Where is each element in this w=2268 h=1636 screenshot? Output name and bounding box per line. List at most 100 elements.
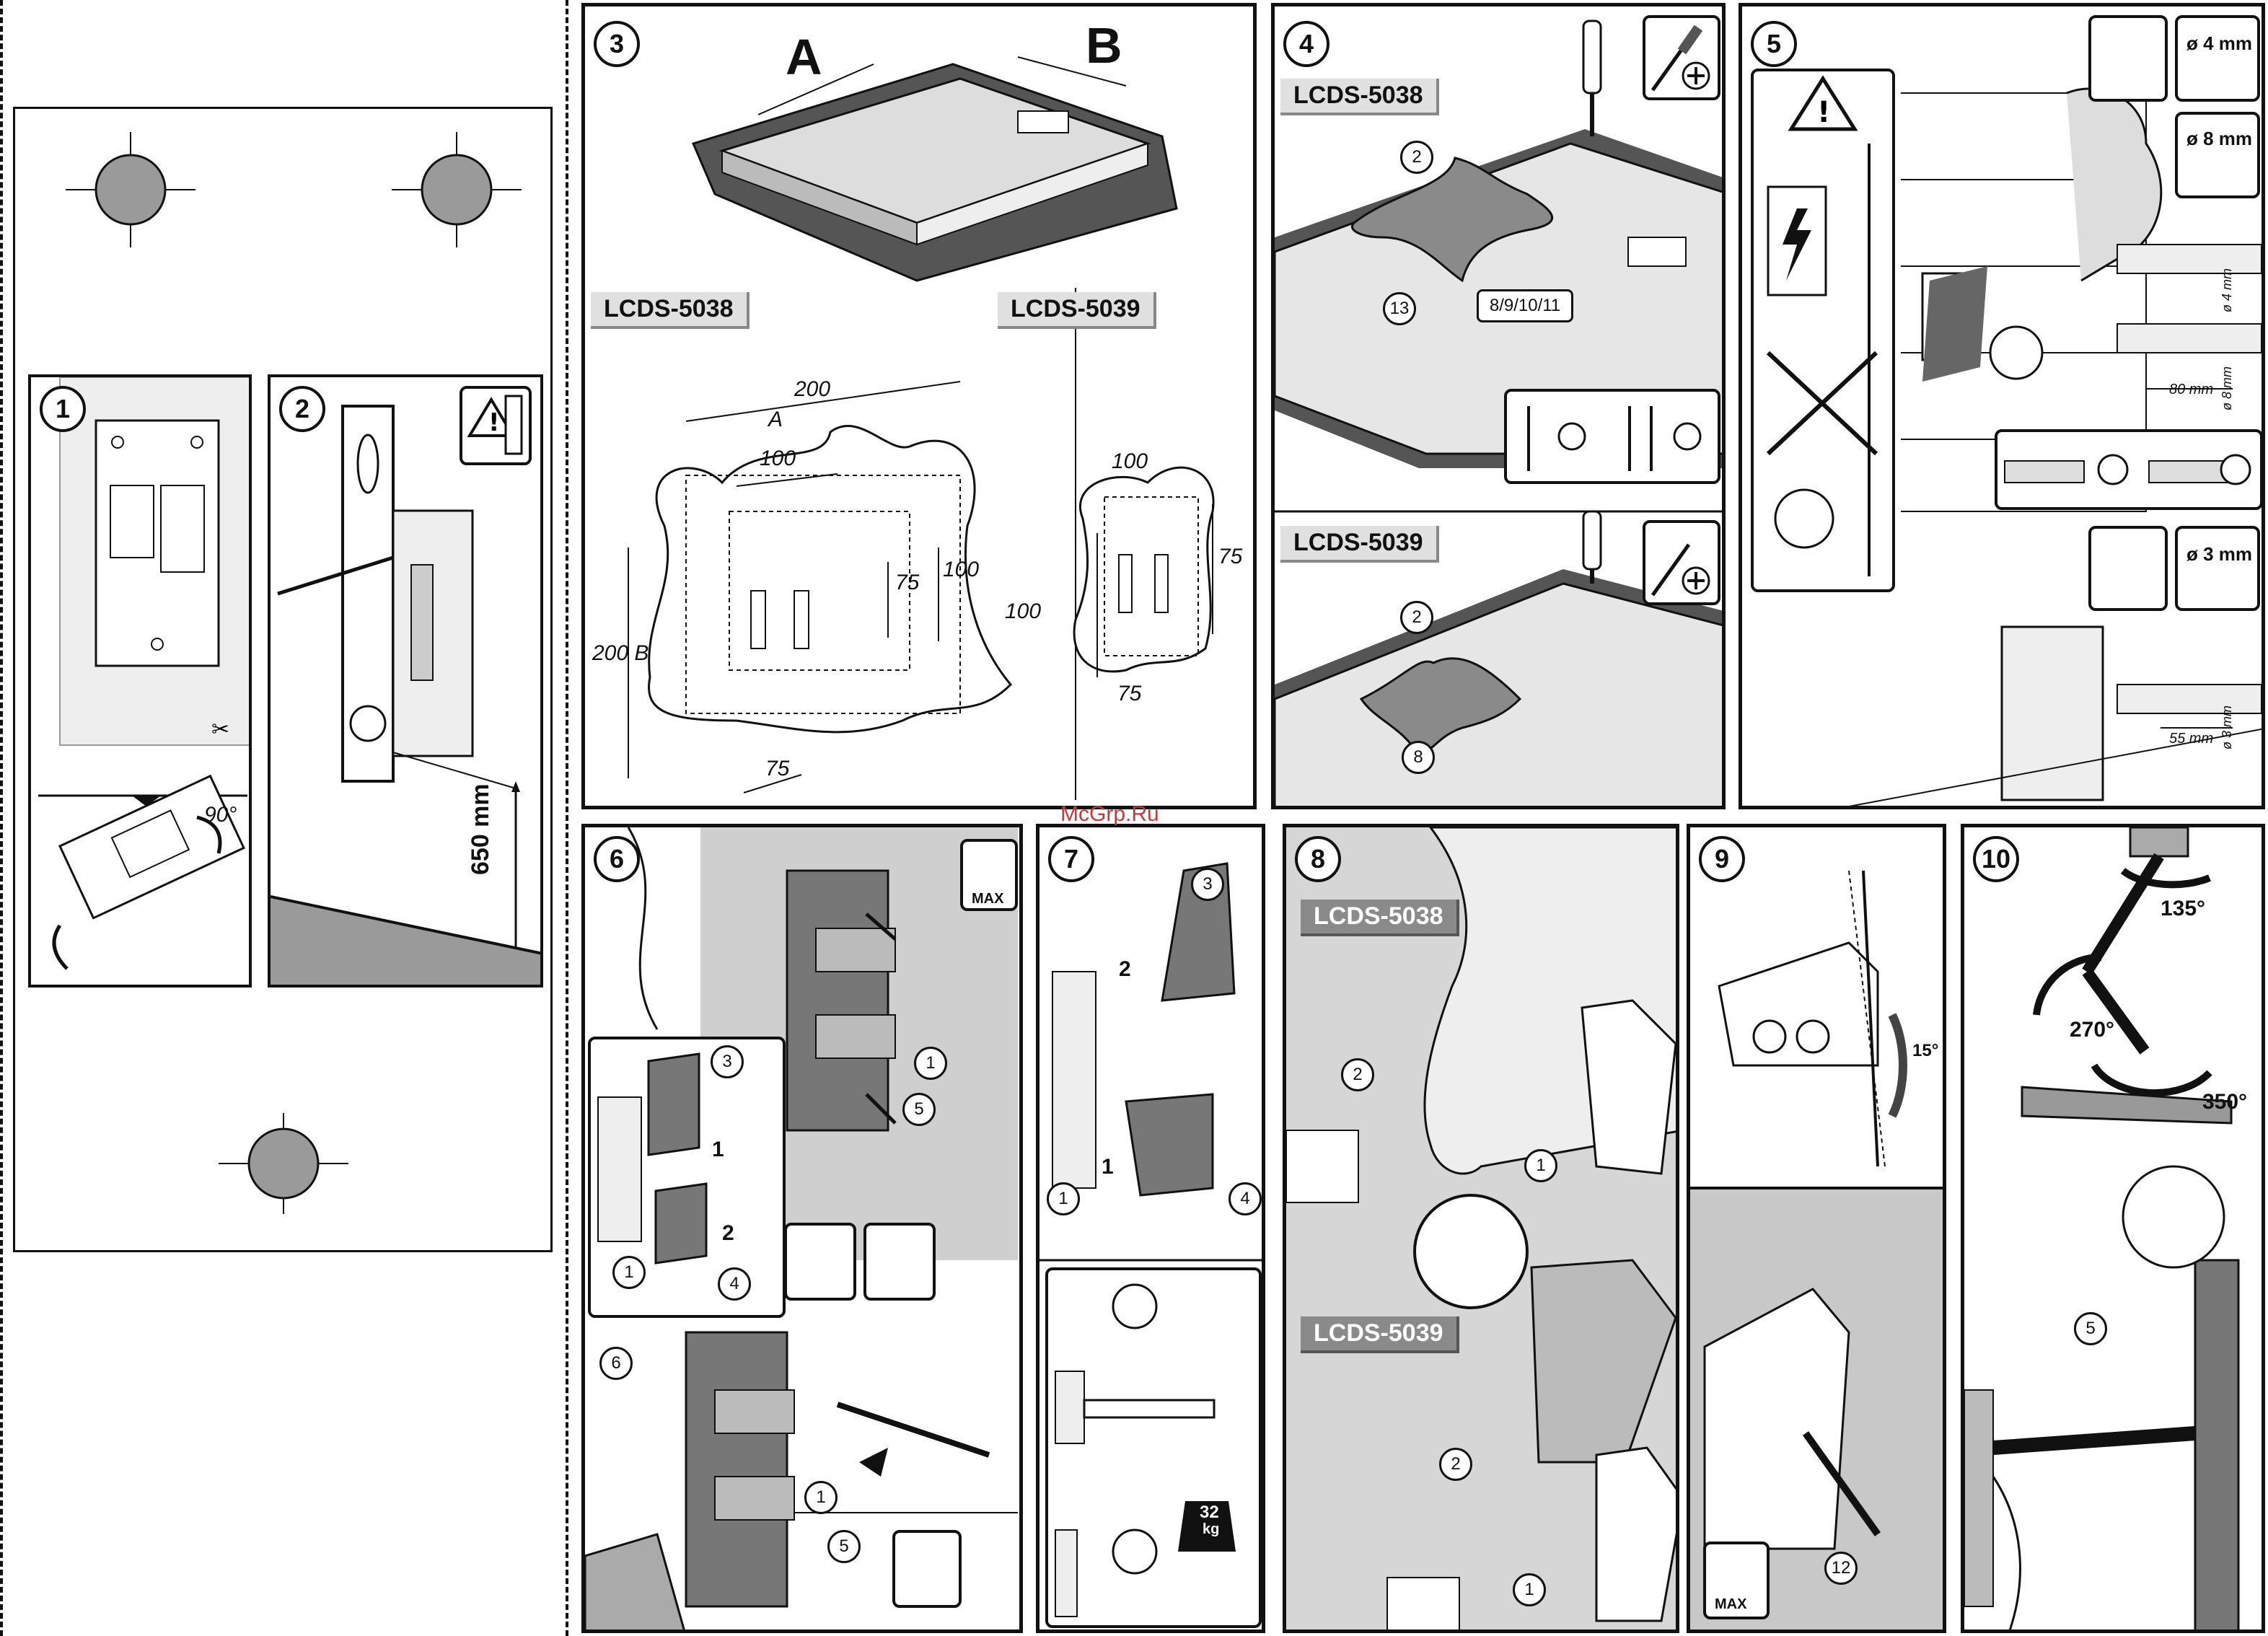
rotation-270-label: 270°	[2070, 1018, 2114, 1042]
max-label: MAX	[1715, 1596, 1746, 1613]
spirit-level-marking-illustration	[271, 377, 543, 988]
anchor-comparison-box	[1995, 429, 2263, 510]
step-number: 6	[594, 836, 640, 882]
model-label-5038: LCDS-5038	[1301, 900, 1459, 936]
part-callout: 2	[1400, 141, 1433, 174]
angle-label: 90°	[204, 803, 237, 827]
step-3-panel: 3 A B LCDS-5038 LCDS-5039 200 A 100 75	[581, 3, 1257, 809]
step-arrow-2: 2	[722, 1221, 734, 1246]
dimension-b-label: B	[1086, 17, 1122, 74]
svg-text:!: !	[488, 408, 500, 437]
phillips-screwdriver-icon-2	[1643, 520, 1720, 605]
step-5-panel: 5 ! ø 4 mm ø 8 mm	[1739, 3, 2265, 809]
drill-icon-2	[2088, 526, 2168, 611]
rotation-and-cable-illustration	[1964, 827, 2265, 1633]
thumbs-up-icon	[1990, 327, 2042, 379]
part-callout: 1	[1047, 1182, 1080, 1215]
dimension-a-label: A	[786, 28, 822, 86]
part-callout: 3	[1191, 868, 1224, 901]
vesa-75-bottom-label-5039: 75	[1117, 682, 1141, 706]
part-callout: 4	[718, 1267, 751, 1301]
cut-line-left	[0, 0, 3, 1636]
wall-safety-warning-box: !	[1751, 69, 1895, 592]
depth-55-label: 55 mm	[2169, 731, 2213, 747]
step-number: 8	[1295, 836, 1341, 882]
rotation-135-label: 135°	[2161, 897, 2205, 921]
drill-hole-top-right	[422, 155, 491, 224]
drill-bit-3mm-icon	[2175, 526, 2260, 611]
vesa-200b-label: 200 B	[592, 641, 649, 666]
vesa-a-label: A	[768, 408, 783, 432]
step-arrow-1: 1	[1102, 1155, 1114, 1179]
step-9-panel: 9 15° 12 MAX	[1687, 824, 1946, 1633]
part-callout: 4	[1228, 1182, 1262, 1215]
part-callout: 8	[1402, 741, 1435, 774]
model-label-5039: LCDS-5039	[1301, 1316, 1459, 1353]
part-callout: 13	[1383, 292, 1416, 325]
part-callout: 5	[827, 1530, 861, 1563]
bit-size-8-vertical: ø 8 mm	[2220, 366, 2235, 410]
vesa-100-label: 100	[760, 447, 796, 471]
warning-level-icon: !	[460, 386, 532, 465]
part-callout: 12	[1824, 1552, 1858, 1585]
step-arrow-1: 1	[712, 1138, 724, 1162]
part-callout: 5	[2074, 1312, 2107, 1345]
screw-length-guide-icon	[1504, 389, 1720, 484]
warning-level-icon	[784, 1223, 856, 1301]
step-number: 7	[1048, 836, 1094, 882]
drill-diameter-4: ø 4 mm	[2186, 32, 2252, 55]
mounting-height-label: 650 mm	[467, 783, 495, 875]
drill-icon	[2088, 15, 2168, 102]
max-label: MAX	[972, 891, 1003, 907]
step-4-panel: 4 LCDS-5038 LCDS-5039 2 13 8/9/10/1	[1271, 3, 1726, 809]
rotation-350-label: 350°	[2202, 1090, 2247, 1114]
step-7-panel: 7 32 kg 3 1 4 1 2	[1036, 824, 1265, 1633]
step-number: 10	[1973, 836, 2019, 882]
drill-diameter-8: ø 8 mm	[2186, 128, 2252, 150]
part-callout: 3	[711, 1045, 744, 1078]
step-2-panel: 2 ! 650 mm	[268, 374, 543, 988]
template-on-wall-illustration: ✂	[31, 377, 252, 988]
weight-unit: kg	[1203, 1521, 1219, 1538]
part-callout: 2	[1439, 1448, 1472, 1481]
step-arrow-2: 2	[1119, 957, 1131, 982]
part-callout: 2	[1341, 1058, 1374, 1091]
model-label-5038: LCDS-5038	[591, 292, 750, 329]
max-torque-icon-2	[892, 1530, 962, 1608]
watermark: McGrp.Ru	[1060, 802, 1159, 827]
drilling-template: 1 ✂ 90° 2 !	[13, 107, 553, 1252]
smile-icon	[1113, 1285, 1156, 1328]
bit-size-4-vertical: ø 4 mm	[2220, 268, 2235, 312]
model-label-5039: LCDS-5039	[1280, 526, 1439, 563]
part-callout: 5	[902, 1093, 936, 1126]
svg-text:!: !	[1817, 96, 1830, 129]
drill-hole-top-left	[96, 155, 165, 224]
bit-size-3-vertical: ø 3 mm	[2220, 705, 2235, 749]
depth-80-label: 80 mm	[2169, 382, 2213, 398]
part-callout: 1	[1513, 1573, 1546, 1606]
vesa-pattern-illustration	[585, 6, 1257, 809]
step-8-panel: 8 LCDS-5038 LCDS-5039 2 1 2 1	[1283, 824, 1679, 1633]
drill-diameter-3: ø 3 mm	[2186, 543, 2252, 566]
tilt-angle-label: 15°	[1912, 1041, 1938, 1061]
step-number: 1	[40, 386, 86, 432]
step-1-panel: 1 ✂ 90°	[28, 374, 252, 988]
part-callout: 1	[1524, 1149, 1557, 1182]
drill-bit-4mm-icon	[2175, 15, 2260, 102]
model-label-5039: LCDS-5039	[998, 292, 1156, 329]
drill-bit-8mm-icon	[2175, 112, 2260, 198]
vesa-100-left-label-5039: 100	[1005, 599, 1041, 624]
tilt-adjustment-illustration	[1690, 827, 1946, 1633]
step-6-panel: 6 MAX 1 5 3 1 4 1 2 6 1 5	[581, 824, 1023, 1633]
weight-value: 32	[1200, 1503, 1219, 1523]
vesa-75-bottom-label: 75	[765, 757, 789, 781]
step-10-panel: 10 135° 270° 350° 5	[1961, 824, 2265, 1633]
weight-limit-box	[1045, 1267, 1262, 1628]
model-label-5038: LCDS-5038	[1280, 79, 1439, 115]
vesa-200-label: 200	[794, 377, 830, 402]
step-number: 4	[1283, 21, 1329, 67]
part-callout: 2	[1400, 601, 1433, 634]
step-number: 2	[279, 386, 325, 432]
part-callout: 1	[804, 1481, 838, 1514]
step-number: 5	[1751, 21, 1797, 67]
